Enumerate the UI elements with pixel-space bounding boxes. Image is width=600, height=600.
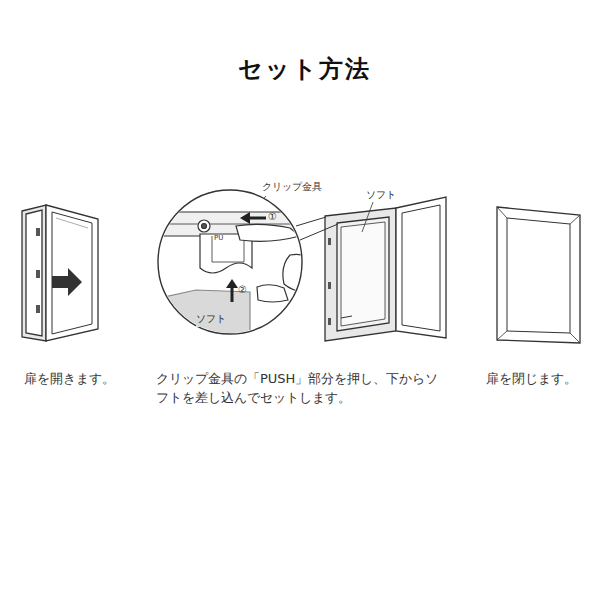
callout-number: ① xyxy=(268,210,277,225)
step-caption: クリップ金具の「PUSH」部分を押し、下からソフトを差し込んでセットします。 xyxy=(156,370,446,408)
callout-number: ② xyxy=(238,283,247,298)
step-caption: 扉を開きます。 xyxy=(24,370,115,389)
part-name: ソフト xyxy=(366,188,396,203)
open-frame xyxy=(22,205,98,341)
leader-line xyxy=(362,202,373,232)
push-mark: PU xyxy=(214,233,223,243)
part-name: ソフト xyxy=(196,312,226,327)
frame-with-soft xyxy=(325,197,446,341)
closed-frame xyxy=(497,207,580,343)
clip-detail xyxy=(150,212,310,340)
part-name: クリップ金具 xyxy=(262,180,322,195)
page-title: セット方法 xyxy=(4,52,600,87)
step-caption: 扉を閉じます。 xyxy=(486,370,577,389)
insert-arrow-head xyxy=(226,279,238,288)
zoom-leader xyxy=(300,224,338,240)
open-arrow xyxy=(52,268,82,296)
zoom-leader xyxy=(296,217,326,226)
push-arrow-head xyxy=(240,212,250,224)
insert-arrow xyxy=(231,286,234,302)
